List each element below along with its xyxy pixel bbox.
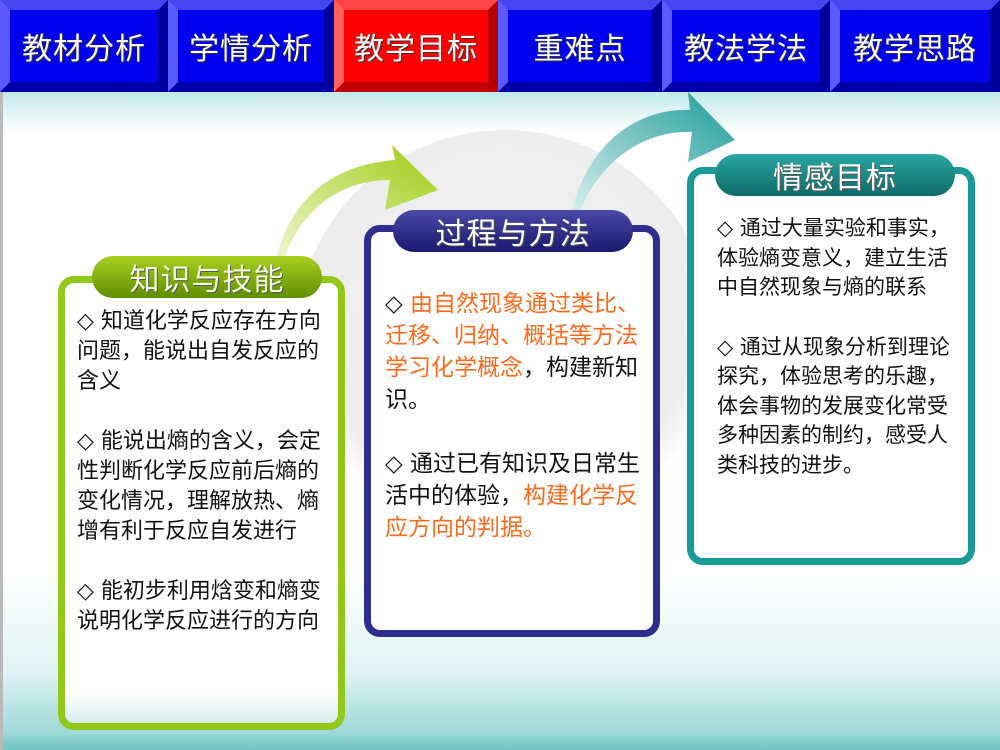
left-edge-bar (0, 92, 3, 750)
process-item-1-rest: ，构建新知识。 (385, 355, 638, 413)
tab-teaching-material-analysis[interactable]: 教材分析 (0, 0, 168, 92)
process-methods-panel (364, 225, 660, 637)
knowledge-item-2: ◇ 能说出熵的含义，会定性判断化学反应前后熵的变化情况，理解放热、熵增有利于反应… (77, 429, 321, 544)
tab-key-difficulties[interactable]: 重难点 (498, 0, 662, 92)
process-methods-title: 过程与方法 (393, 210, 633, 252)
process-item-1: ◇ 由自然现象通过类比、迁移、归纳、概括等方法学习化学概念，构建新知识。 (385, 288, 641, 416)
tab-teaching-methods[interactable]: 教法学法 (662, 0, 830, 92)
process-item-2-plain: 通过已有知识及日常生活中的体验， (385, 451, 640, 509)
tab-teaching-approach[interactable]: 教学思路 (830, 0, 1000, 92)
teal-arrow-icon (572, 92, 735, 212)
process-item-2: ◇ 通过已有知识及日常生活中的体验，构建化学反应方向的判据。 (385, 448, 641, 544)
process-item-2-highlight: 构建化学反应方向的判据。 (385, 483, 638, 541)
process-methods-content: ◇ 由自然现象通过类比、迁移、归纳、概括等方法学习化学概念，构建新知识。 ◇ 通… (385, 288, 641, 574)
tab-student-analysis[interactable]: 学情分析 (168, 0, 334, 92)
process-item-1-highlight: 由自然现象通过类比、迁移、归纳、概括等方法学习化学概念 (385, 291, 640, 381)
knowledge-skills-content: ◇ 知道化学反应存在方向问题，能说出自发反应的含义 ◇ 能说出熵的含义，会定性判… (77, 307, 327, 667)
bullet-diamond-icon: ◇ (385, 451, 410, 477)
tab-teaching-objectives[interactable]: 教学目标 (334, 0, 498, 92)
bullet-diamond-icon: ◇ (385, 291, 410, 317)
knowledge-skills-title: 知识与技能 (92, 256, 322, 298)
emotion-item-2: ◇ 通过从现象分析到理论探究，体验思考的乐趣，体会事物的发展变化常受多种因素的制… (717, 334, 950, 477)
knowledge-skills-panel (58, 276, 345, 730)
emotional-goals-panel (687, 167, 975, 565)
top-navigation: 教材分析 学情分析 教学目标 重难点 教法学法 教学思路 (0, 0, 1000, 92)
knowledge-item-1: ◇ 知道化学反应存在方向问题，能说出自发反应的含义 (77, 309, 321, 394)
green-arrow-icon (275, 145, 438, 262)
emotional-goals-title: 情感目标 (715, 154, 955, 196)
emotion-item-1: ◇ 通过大量实验和事实，体验熵变意义，建立生活中自然现象与熵的联系 (717, 216, 950, 299)
emotional-goals-content: ◇ 通过大量实验和事实，体验熵变意义，建立生活中自然现象与熵的联系 ◇ 通过从现… (717, 214, 957, 510)
knowledge-item-3: ◇ 能初步利用焓变和熵变说明化学反应进行的方向 (77, 579, 321, 634)
